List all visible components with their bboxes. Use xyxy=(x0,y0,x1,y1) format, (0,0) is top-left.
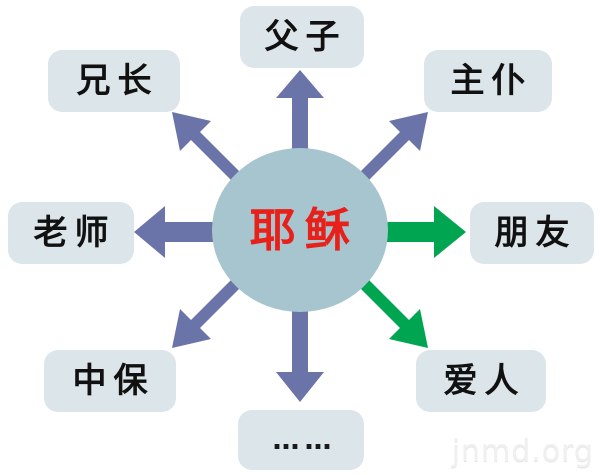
center-node-label: 耶稣 xyxy=(249,203,360,257)
node-label-bottom-right: 爱人 xyxy=(443,361,526,401)
node-label-bottom: …… xyxy=(272,424,337,456)
node-label-top-right: 主仆 xyxy=(450,61,533,101)
arrow-down-left xyxy=(172,276,244,348)
node-label-bottom-left: 中保 xyxy=(72,361,155,401)
arrow-up-left xyxy=(172,112,244,184)
arrow-down xyxy=(276,300,324,402)
arrow-up-right xyxy=(356,112,428,184)
node-label-left: 老师 xyxy=(33,213,116,253)
center-node-circle[interactable]: 耶稣 xyxy=(212,148,388,312)
node-box-top-right[interactable]: 主仆 xyxy=(424,50,552,112)
node-box-right[interactable]: 朋友 xyxy=(470,202,594,264)
node-box-bottom[interactable]: …… xyxy=(238,410,364,470)
watermark-text: jnmd.org xyxy=(451,434,594,469)
node-box-top[interactable]: 父子 xyxy=(240,6,364,68)
node-box-top-left[interactable]: 兄长 xyxy=(48,50,180,112)
node-box-bottom-left[interactable]: 中保 xyxy=(44,350,176,412)
arrow-down-right xyxy=(356,276,428,348)
node-box-bottom-right[interactable]: 爱人 xyxy=(416,350,546,412)
node-label-right: 朋友 xyxy=(494,213,577,253)
arrow-right xyxy=(366,206,466,258)
node-label-top: 父子 xyxy=(264,17,347,57)
arrow-left xyxy=(134,206,236,258)
arrow-up xyxy=(276,70,324,160)
node-box-left[interactable]: 老师 xyxy=(8,202,134,264)
node-label-top-left: 兄长 xyxy=(76,61,159,101)
